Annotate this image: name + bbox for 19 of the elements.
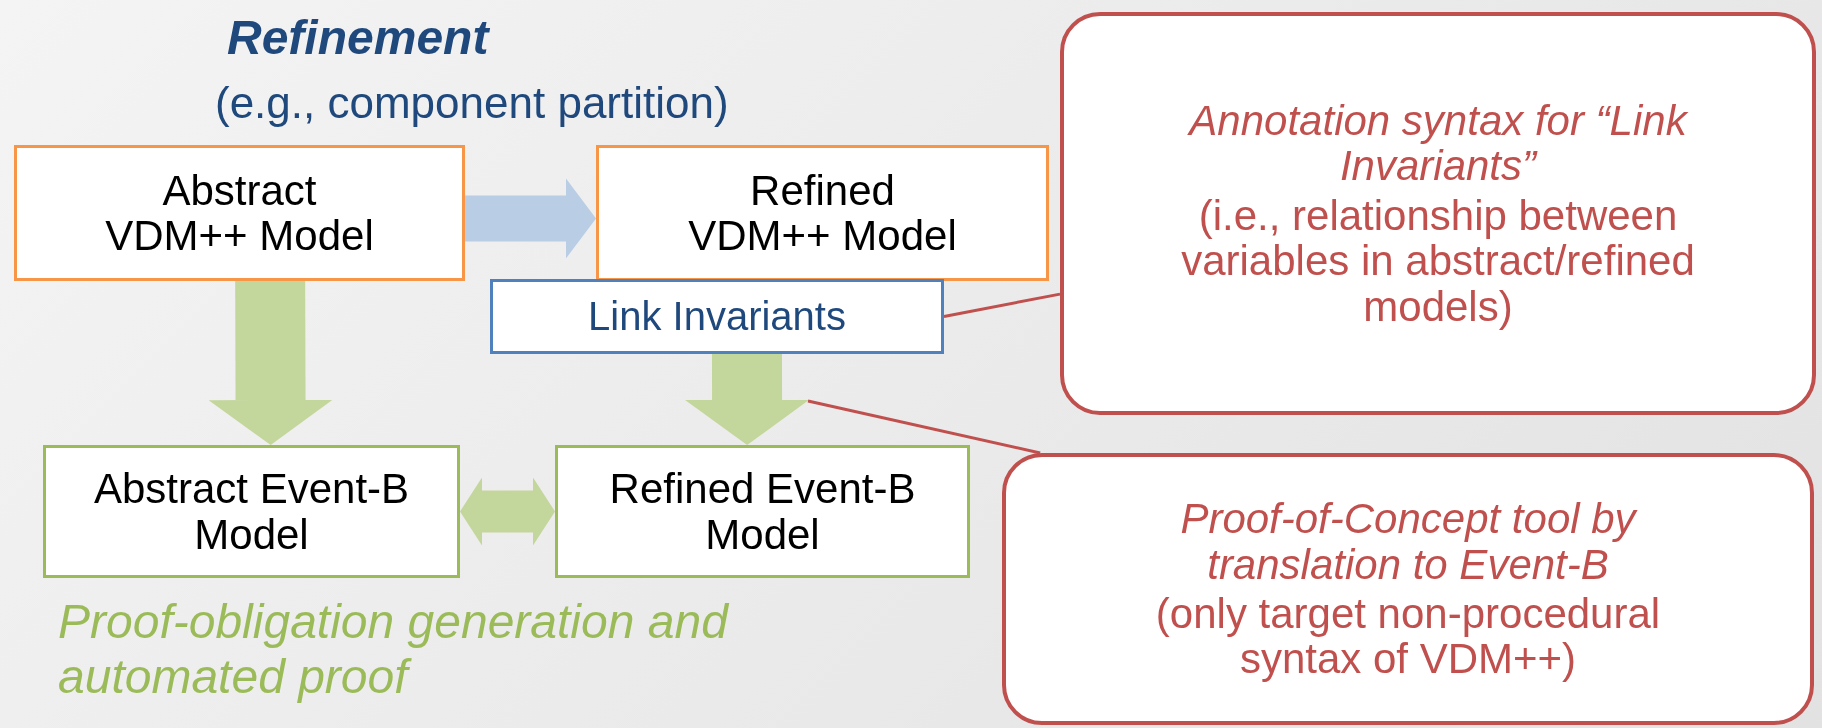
arrow-heading: Refinement bbox=[227, 10, 489, 66]
callout-heading: Annotation syntax for “Link Invariants” bbox=[1186, 98, 1689, 189]
model-box bbox=[43, 445, 460, 578]
caption-text: Proof-obligation generation and automated proof bbox=[58, 594, 730, 705]
model-box bbox=[14, 145, 465, 281]
callout-heading: Proof-of-Concept tool by translation to Event-B bbox=[1179, 496, 1639, 587]
model-box bbox=[555, 445, 970, 578]
callout-box bbox=[1002, 453, 1814, 725]
callout-text: (only target non-procedural syntax of VDM++) bbox=[1154, 591, 1662, 682]
callout-box bbox=[1060, 12, 1816, 415]
arrow-note: (e.g., component partition) bbox=[215, 78, 729, 129]
callout-text: (i.e., relationship between variables in abstract/refined models) bbox=[1180, 192, 1696, 329]
box-label: Refined Event-B Model bbox=[608, 466, 917, 557]
model-box bbox=[596, 145, 1049, 281]
box-label: Abstract VDM++ Model bbox=[104, 167, 375, 259]
box-label: Link Invariants bbox=[587, 294, 847, 339]
box-label: Refined VDM++ Model bbox=[687, 167, 958, 259]
invariant-box bbox=[490, 279, 944, 354]
box-label: Abstract Event-B Model bbox=[92, 466, 411, 557]
